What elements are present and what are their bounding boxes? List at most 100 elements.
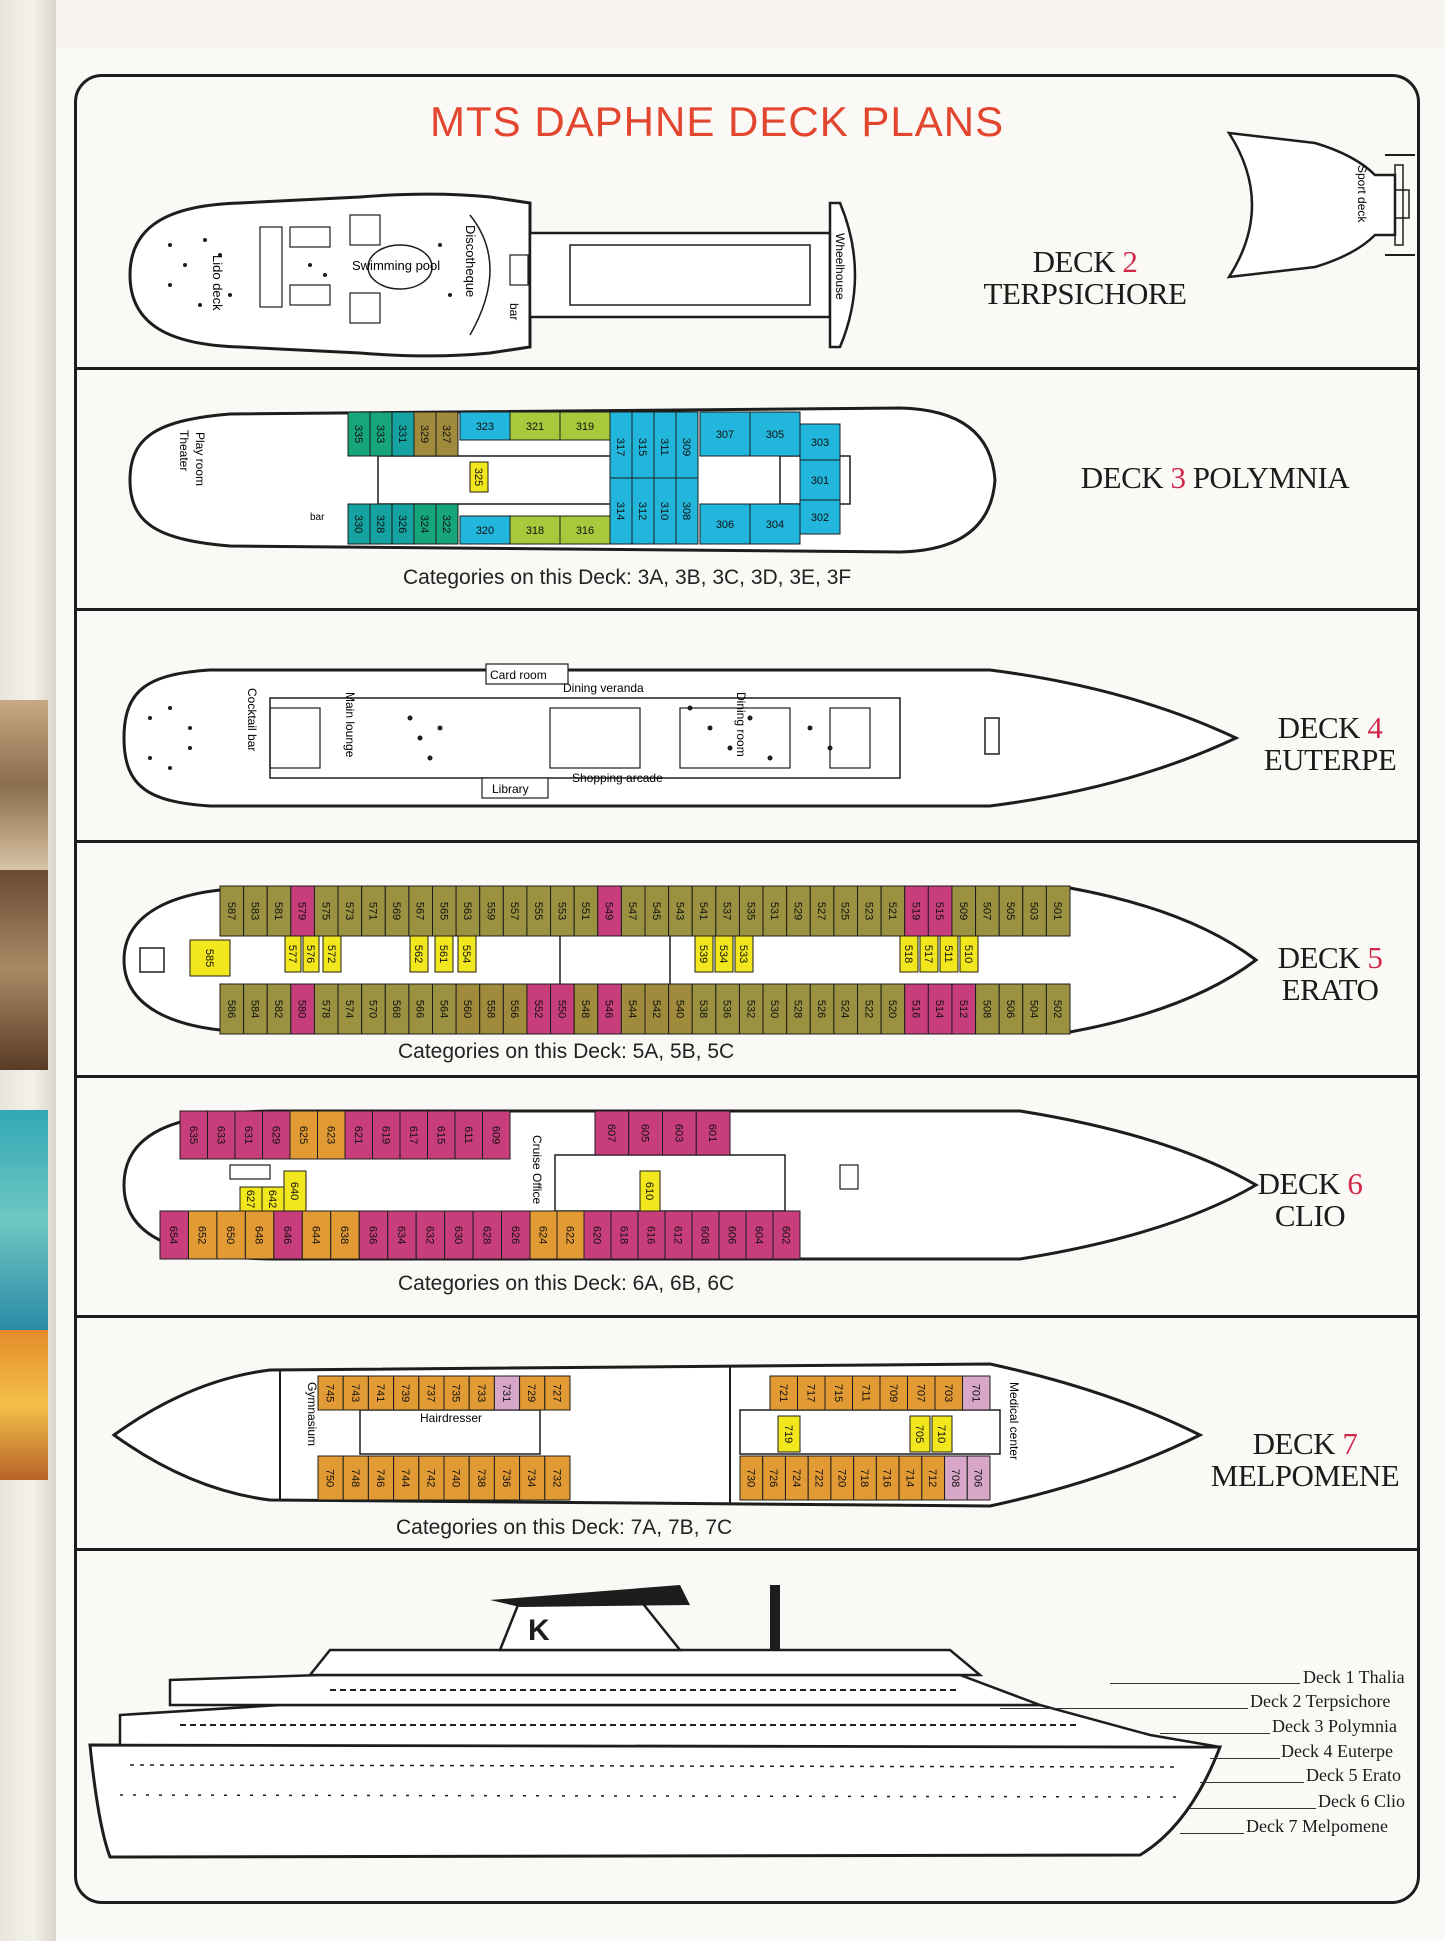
cabin-number: 511 (942, 945, 954, 963)
section-divider (74, 367, 1420, 370)
cabin-612 (664, 1210, 693, 1260)
cabin-number: 525 (839, 902, 851, 920)
cabin-number: 561 (437, 945, 449, 963)
cabin-701 (962, 1375, 991, 1411)
cabin-number: 731 (500, 1384, 512, 1402)
cabin-number: 510 (962, 945, 974, 963)
cabin-number: 319 (576, 421, 594, 433)
cabin-601 (695, 1110, 731, 1156)
cabin-number: 540 (673, 1000, 685, 1018)
section-divider (74, 1075, 1420, 1078)
cabin-number: 335 (352, 425, 364, 443)
cabin-number: 740 (450, 1469, 462, 1487)
cabin-636 (358, 1210, 389, 1260)
photo-strip-3 (0, 1110, 48, 1330)
cabin-number: 539 (697, 945, 709, 963)
cabin-number: 585 (203, 949, 215, 967)
cabin-number: 631 (242, 1126, 254, 1144)
cabin-number: 610 (643, 1182, 655, 1200)
legend-line (1200, 1782, 1304, 1783)
cabin-number: 730 (744, 1469, 756, 1487)
cabin-number: 329 (418, 425, 430, 443)
cabin-number: 710 (935, 1425, 947, 1443)
cabin-739 (393, 1375, 420, 1411)
cabin-number: 301 (811, 475, 829, 487)
cabin-736 (493, 1455, 521, 1501)
area-cruise-office: Cruise Office (530, 1135, 544, 1204)
cabin-number: 326 (396, 515, 408, 533)
cabin-number: 722 (813, 1469, 825, 1487)
cabin-number: 706 (972, 1469, 984, 1487)
cabin-number: 501 (1051, 902, 1063, 920)
cabin-321 (509, 411, 561, 441)
cabin-number: 325 (472, 468, 484, 486)
cabin-number: 542 (650, 1000, 662, 1018)
area-theater: Theater (177, 430, 191, 471)
cabin-number: 530 (768, 1000, 780, 1018)
cabin-732 (544, 1455, 571, 1501)
cabin-number: 633 (214, 1126, 226, 1144)
cabin-number: 315 (636, 438, 648, 456)
cabin-number: 726 (767, 1469, 779, 1487)
cabin-320 (459, 515, 511, 545)
cabin-703 (934, 1375, 963, 1411)
cabin-number: 541 (697, 902, 709, 920)
area-bar-deck3: bar (310, 512, 325, 523)
deck6-label: DECK 6 CLIO (1185, 1168, 1435, 1232)
cabin-number: 515 (933, 902, 945, 920)
cabin-511 (939, 935, 959, 973)
cabin-number: 617 (407, 1126, 419, 1144)
deck7-categories: Categories on this Deck: 7A, 7B, 7C (396, 1516, 733, 1539)
section-divider (74, 840, 1420, 843)
cabin-322 (435, 503, 459, 545)
cabin-number: 569 (390, 902, 402, 920)
deck3-categories: Categories on this Deck: 3A, 3B, 3C, 3D,… (403, 566, 852, 589)
cabin-number: 623 (324, 1126, 336, 1144)
cabin-number: 531 (768, 902, 780, 920)
cabin-number: 721 (777, 1384, 789, 1402)
cabin-number: 603 (672, 1124, 684, 1142)
cabin-629 (262, 1110, 291, 1160)
cabin-number: 306 (716, 519, 734, 531)
cabin-number: 727 (550, 1384, 562, 1402)
area-library: Library (492, 782, 529, 796)
cabin-301 (799, 459, 841, 501)
cabin-number: 632 (423, 1226, 435, 1244)
cabin-737 (418, 1375, 445, 1411)
deck5-number: 5 (1367, 940, 1383, 975)
cabin-number: 742 (424, 1469, 436, 1487)
cabin-729 (519, 1375, 546, 1411)
cabin-number: 311 (658, 438, 670, 456)
cabin-number: 584 (248, 1000, 260, 1018)
cabin-number: 330 (352, 515, 364, 533)
cabin-number: 635 (187, 1126, 199, 1144)
cabin-number: 308 (680, 502, 692, 520)
cabin-number: 574 (343, 1000, 355, 1018)
deck6-number: 6 (1347, 1166, 1363, 1201)
cabin-number: 317 (614, 438, 626, 456)
cabin-number: 309 (680, 438, 692, 456)
cabin-650 (216, 1210, 246, 1260)
cabin-number: 567 (414, 902, 426, 920)
cabin-number: 559 (485, 902, 497, 920)
cabin-654 (159, 1210, 189, 1260)
cabin-number: 535 (744, 902, 756, 920)
cabin-number: 305 (766, 429, 784, 441)
cabin-621 (344, 1110, 373, 1160)
cabin-number: 547 (626, 902, 638, 920)
cabin-number: 736 (500, 1469, 512, 1487)
cabin-number: 312 (636, 502, 648, 520)
photo-strip-4 (0, 1330, 48, 1480)
legend-deck2: Deck 2 Terpsichore (1250, 1691, 1391, 1711)
cabin-number: 733 (475, 1384, 487, 1402)
cabin-number: 628 (480, 1226, 492, 1244)
deck7-prefix: DECK (1252, 1426, 1336, 1461)
cabin-number: 608 (699, 1226, 711, 1244)
area-dining-room: Dining room (734, 692, 748, 757)
cabin-number: 717 (804, 1384, 816, 1402)
cabin-533 (734, 935, 754, 973)
deck3-name: POLYMNIA (1192, 460, 1350, 495)
cabin-number: 321 (526, 421, 544, 433)
cabin-number: 654 (167, 1226, 179, 1244)
